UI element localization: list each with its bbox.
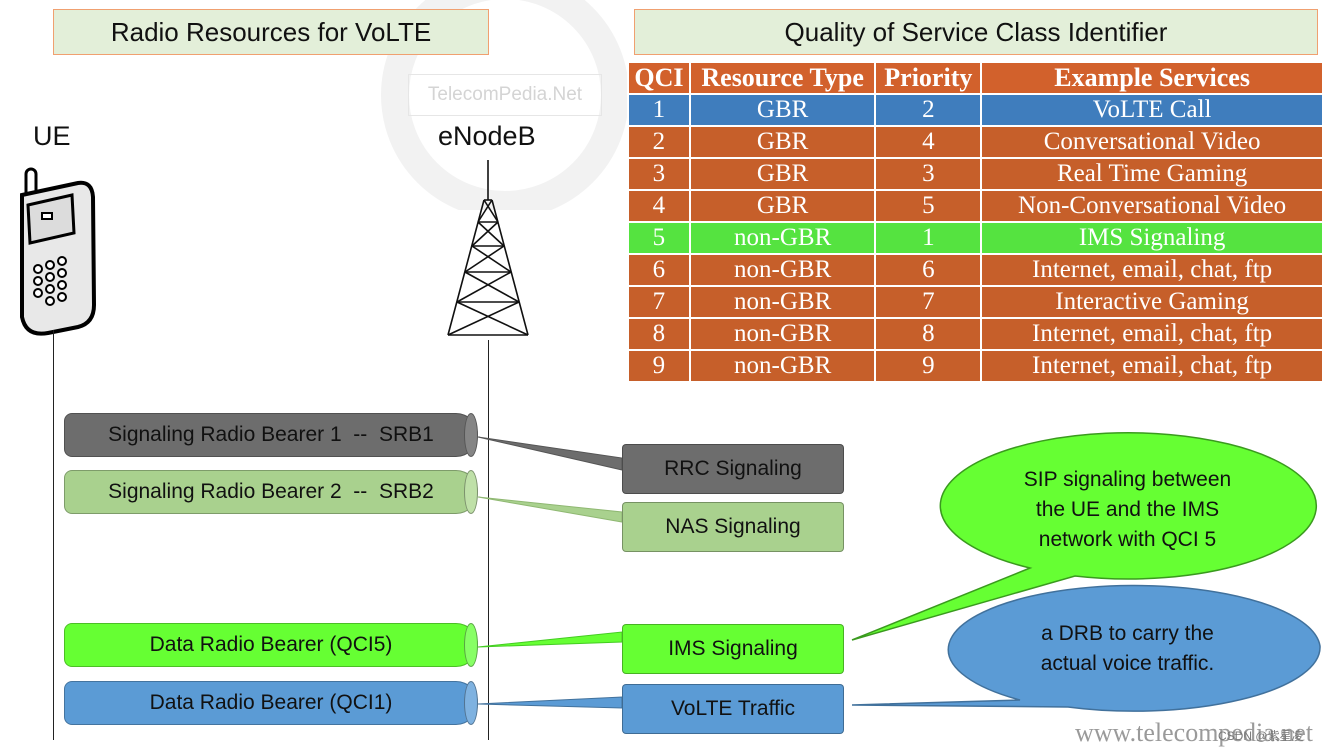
table-row: 3 GBR 3 Real Time Gaming [627,157,1324,191]
cell-type: GBR [688,189,877,223]
qci1-cap [464,681,478,725]
qci1-bearer: Data Radio Bearer (QCI1) [64,681,478,725]
drb-line-1: a DRB to carry the [1041,622,1214,645]
qci5-label: Data Radio Bearer (QCI5) [149,633,393,656]
cell-qci: 1 [627,93,691,127]
cell-service: Internet, email, chat, ftp [980,317,1324,351]
header-qci: QCI [627,61,691,95]
cell-qci: 5 [627,221,691,255]
qci5-cap [464,623,478,667]
cell-service: IMS Signaling [980,221,1324,255]
cell-service: Real Time Gaming [980,157,1324,191]
cell-service: Internet, email, chat, ftp [980,349,1324,383]
cell-type: GBR [688,125,877,159]
table-row: 9 non-GBR 9 Internet, email, chat, ftp [627,349,1324,383]
left-title: Radio Resources for VoLTE [53,9,489,55]
srb1-cap [464,413,478,457]
cell-priority: 1 [874,221,983,255]
srb2-connector [477,496,623,523]
cell-priority: 3 [874,157,983,191]
enodeb-label: eNodeB [438,121,536,151]
cell-qci: 2 [627,125,691,159]
watermark-text: TelecomPedia.Net [408,74,602,116]
nas-signaling-box: NAS Signaling [622,502,844,552]
cell-qci: 7 [627,285,691,319]
table-row: 5 non-GBR 1 IMS Signaling [627,221,1324,255]
rrc-signaling-box: RRC Signaling [622,444,844,494]
drb-bubble-text: a DRB to carry the actual voice traffic. [975,619,1280,679]
srb2-cap [464,470,478,514]
table-row: 4 GBR 5 Non-Conversational Video [627,189,1324,223]
header-priority: Priority [874,61,983,95]
cell-type: non-GBR [688,221,877,255]
drb-line-2: actual voice traffic. [1040,652,1215,675]
srb1-connector [477,436,623,471]
cell-service: Interactive Gaming [980,285,1324,319]
srb2-label: Signaling Radio Bearer 2 -- SRB2 [108,480,434,503]
sip-line-1: SIP signaling between [1023,468,1232,491]
sip-line-2: the UE and the IMS [1035,498,1220,521]
table-row: 1 GBR 2 VoLTE Call [627,93,1324,127]
cell-qci: 9 [627,349,691,383]
qci-table-header-row: QCI Resource Type Priority Example Servi… [627,61,1324,95]
footer-url: www.telecompedia.net [1075,718,1313,747]
watermark-ring [381,0,629,210]
cell-qci: 8 [627,317,691,351]
srb1-bearer: Signaling Radio Bearer 1 -- SRB1 [64,413,478,457]
cell-type: non-GBR [688,253,877,287]
cell-service: VoLTE Call [980,93,1324,127]
sip-line-3: network with QCI 5 [1038,528,1217,551]
sip-bubble [851,432,1318,641]
table-row: 7 non-GBR 7 Interactive Gaming [627,285,1324,319]
phone-icon [20,167,97,336]
cell-qci: 3 [627,157,691,191]
qci1-label: Data Radio Bearer (QCI1) [149,691,393,714]
cell-service: Internet, email, chat, ftp [980,253,1324,287]
ue-lifeline [53,330,54,740]
cell-priority: 4 [874,125,983,159]
cell-priority: 7 [874,285,983,319]
qci5-bearer: Data Radio Bearer (QCI5) [64,623,478,667]
table-row: 6 non-GBR 6 Internet, email, chat, ftp [627,253,1324,287]
srb1-label: Signaling Radio Bearer 1 -- SRB1 [108,423,434,446]
cell-tower-icon [447,160,529,336]
table-row: 8 non-GBR 8 Internet, email, chat, ftp [627,317,1324,351]
cell-qci: 6 [627,253,691,287]
cell-qci: 4 [627,189,691,223]
cell-type: non-GBR [688,317,877,351]
cell-priority: 6 [874,253,983,287]
cell-priority: 9 [874,349,983,383]
srb2-bearer: Signaling Radio Bearer 2 -- SRB2 [64,470,478,514]
right-title: Quality of Service Class Identifier [634,9,1318,55]
cell-type: GBR [688,93,877,127]
cell-service: Non-Conversational Video [980,189,1324,223]
qci-table: QCI Resource Type Priority Example Servi… [627,61,1324,383]
qci1-connector [477,696,623,709]
cell-type: GBR [688,157,877,191]
ims-signaling-box: IMS Signaling [622,624,844,674]
footer-tag: CSDN @紫星凌 [1218,729,1304,743]
cell-type: non-GBR [688,349,877,383]
cell-priority: 5 [874,189,983,223]
drb-bubble [851,584,1321,712]
table-row: 2 GBR 4 Conversational Video [627,125,1324,159]
cell-priority: 8 [874,317,983,351]
cell-type: non-GBR [688,285,877,319]
ue-label: UE [33,121,71,151]
cell-priority: 2 [874,93,983,127]
header-resource-type: Resource Type [688,61,877,95]
volte-traffic-box: VoLTE Traffic [622,684,844,734]
qci5-connector [477,631,623,648]
cell-service: Conversational Video [980,125,1324,159]
header-example-services: Example Services [980,61,1324,95]
enodeb-lifeline [488,340,489,740]
sip-bubble-text: SIP signaling between the UE and the IMS… [975,465,1280,555]
